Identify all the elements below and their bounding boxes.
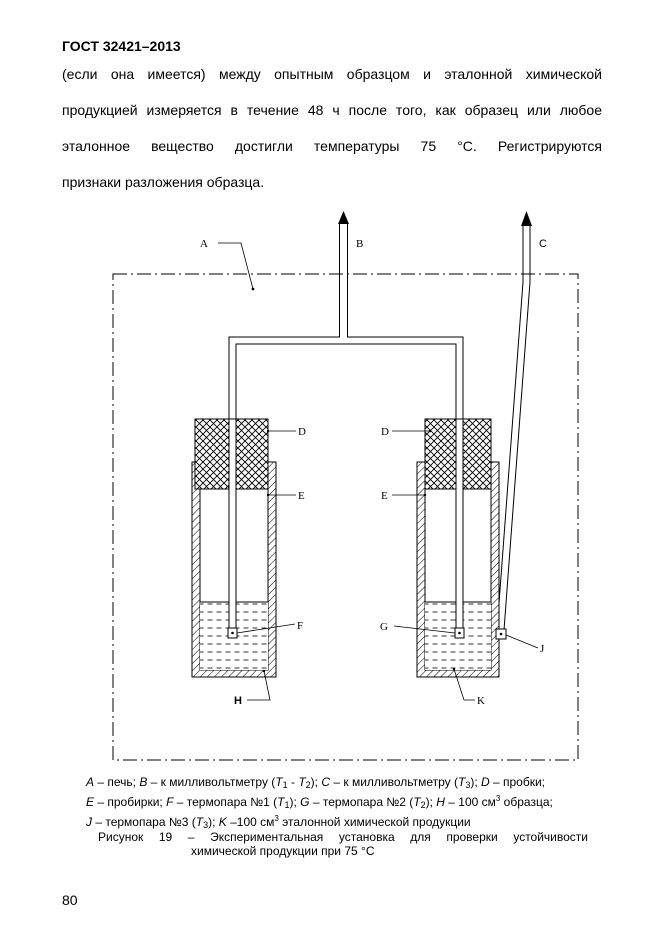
- figure-caption: Рисунок 19 – Экспериментальная установка…: [98, 830, 588, 858]
- paragraph-line: признаки разложения образца.: [62, 174, 265, 190]
- label-a: A: [200, 238, 208, 250]
- label-d-right: D: [381, 426, 389, 438]
- body-paragraph: (если она имеется) между опытным образцо…: [62, 58, 602, 202]
- label-k: K: [477, 695, 485, 707]
- caption-line: химической продукции при 75 °С: [191, 844, 375, 858]
- arrow-up-icon: [338, 211, 349, 224]
- page-number: 80: [62, 892, 78, 908]
- document-header: ГОСТ 32421–2013: [62, 38, 181, 54]
- label-h: H: [234, 695, 242, 707]
- label-e-right: E: [381, 490, 388, 502]
- figure-legend: A – печь; B – к милливольтметру (T1 - T2…: [86, 775, 586, 832]
- label-j: J: [540, 643, 545, 655]
- legend-line: E – пробирки; F – термопара №1 (T1); G –…: [86, 794, 553, 810]
- arrow-up-icon: [521, 211, 532, 226]
- thermocouple-lead: [496, 226, 531, 631]
- label-c: C: [539, 238, 547, 250]
- leader-lines: [218, 242, 539, 701]
- label-b: B: [356, 238, 363, 250]
- paragraph-line: (если она имеется) между опытным образцо…: [62, 66, 602, 82]
- legend-line: A – печь; B – к милливольтметру (T1 - T2…: [86, 775, 546, 790]
- paragraph-line: продукцией измеряется в течение 48 ч пос…: [62, 102, 602, 118]
- paragraph-line: эталонное вещество достигли температуры …: [62, 138, 602, 154]
- legend-line: J – термопара №3 (T3); K –100 см3 эталон…: [86, 814, 471, 830]
- label-g: G: [380, 621, 388, 633]
- apparatus-diagram: A B C D D E E F G J H K: [112, 211, 579, 761]
- oven-boundary: [112, 273, 579, 761]
- label-d-left: D: [298, 426, 306, 438]
- tube-left: [191, 418, 277, 678]
- label-e-left: E: [298, 490, 305, 502]
- caption-line: Рисунок 19 – Экспериментальная установка…: [98, 830, 588, 844]
- label-f: F: [297, 620, 303, 632]
- tube-right: [416, 418, 507, 678]
